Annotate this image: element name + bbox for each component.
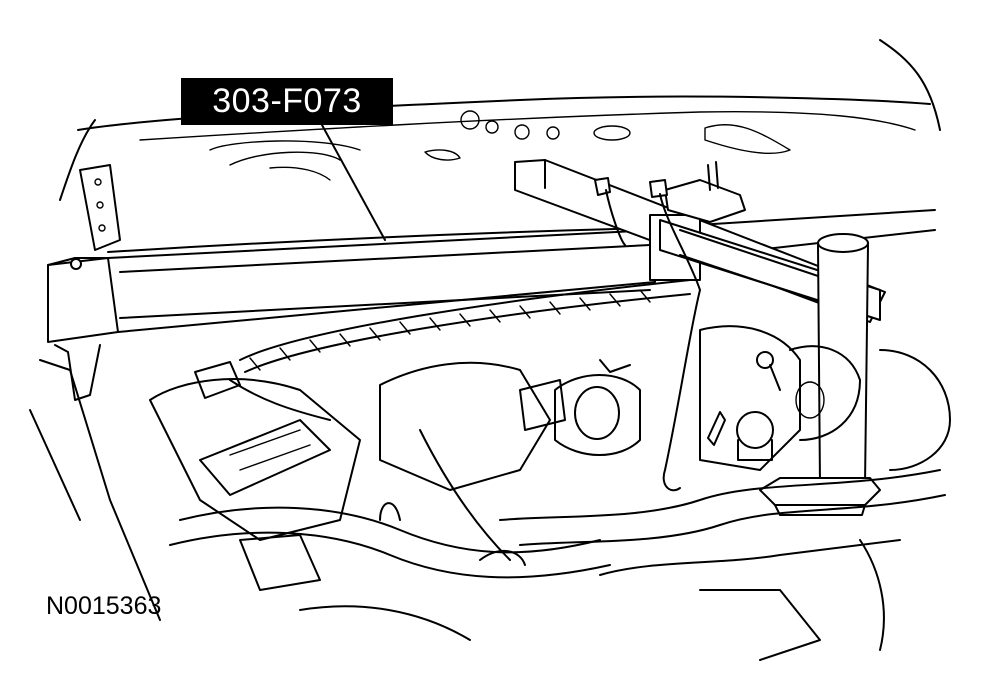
hood-holes	[269, 110, 791, 181]
hood-outline	[59, 39, 941, 201]
tool-number-label: 303-F073	[181, 78, 393, 125]
figure-id: N0015363	[46, 592, 162, 620]
support-post	[759, 233, 881, 516]
support-beam	[47, 229, 656, 401]
wiring-harness	[194, 279, 691, 421]
callout-leader	[321, 124, 386, 241]
left-fender	[29, 164, 161, 621]
clamp-hooks	[594, 161, 719, 492]
hoses	[169, 429, 946, 661]
engine-components	[149, 325, 951, 541]
